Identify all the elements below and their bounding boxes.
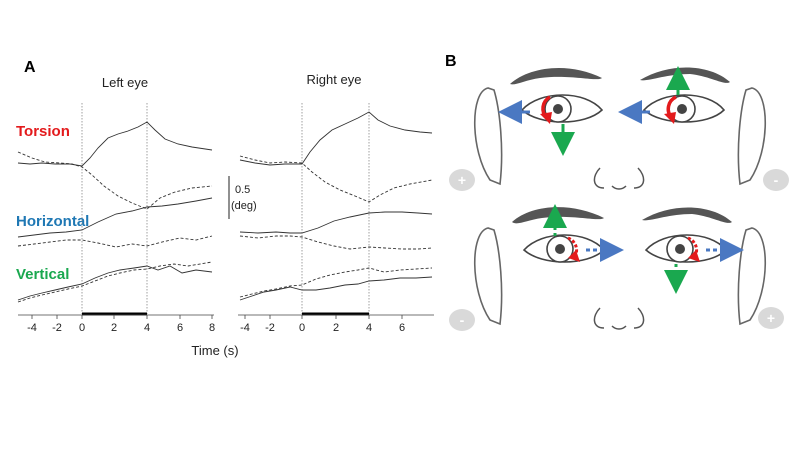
bottom-nose-icon: [593, 307, 645, 330]
bottom-left-sign: -: [460, 312, 465, 328]
top-left-sign: +: [458, 172, 466, 188]
left-pupil-icon: [555, 244, 565, 254]
bottom-left-sign-circle: [449, 309, 475, 331]
panel-b: B: [445, 53, 789, 331]
right-vertical-solid-trace: [239, 276, 433, 301]
right-x-tick-label: 2: [333, 322, 339, 334]
top-right-sign-circle: [763, 169, 789, 191]
right-vertical-dashed-trace: [239, 267, 433, 298]
vertical-label: Vertical: [16, 266, 69, 283]
left-x-tick-label: -2: [52, 322, 62, 334]
left-horizontal-dashed-trace: [17, 235, 213, 248]
left-torsion-arrowhead-icon: [540, 112, 552, 124]
panel-a-label: A: [24, 59, 36, 76]
panel-b-label: B: [445, 53, 457, 70]
left-horizontal-solid-trace: [17, 197, 213, 238]
left-ear-icon: [473, 227, 503, 326]
stimulus-markers: [81, 103, 370, 314]
top-left-sign-circle: [449, 169, 475, 191]
right-x-axis: [238, 314, 434, 319]
right-horizontal-solid-trace: [239, 211, 433, 234]
top-left-sign-badge: +: [449, 169, 475, 191]
left-x-tick-labels: -4 -2 0 2 4 6 8: [27, 322, 215, 334]
left-eyebrow-icon: [512, 207, 604, 224]
left-eye-traces: [17, 121, 213, 303]
scale-bar-value: 0.5: [235, 184, 250, 196]
left-x-tick-label: 2: [111, 322, 117, 334]
left-x-tick-label: 4: [144, 322, 150, 334]
left-eye-title: Left eye: [102, 75, 148, 90]
left-ear-icon: [473, 87, 503, 186]
right-eye-title: Right eye: [307, 72, 362, 87]
left-x-tick-label: 0: [79, 322, 85, 334]
left-torsion-solid-trace: [17, 121, 213, 167]
right-x-tick-label: 6: [399, 322, 405, 334]
torsion-label: Torsion: [16, 123, 70, 140]
top-nose-icon: [593, 167, 645, 190]
left-torsion-dashed-trace: [17, 151, 213, 210]
left-x-axis: [18, 314, 214, 319]
right-x-tick-label: -4: [240, 322, 250, 334]
right-x-tick-labels: -4 -2 0 2 4 6: [240, 322, 405, 334]
left-x-tick-label: 8: [209, 322, 215, 334]
right-pupil-icon: [675, 244, 685, 254]
right-torsion-arrowhead-icon: [664, 112, 676, 124]
horizontal-label: Horizontal: [16, 213, 89, 230]
right-torsion-solid-trace: [239, 111, 433, 166]
top-right-sign-badge: -: [763, 169, 789, 191]
right-ear-icon: [737, 87, 767, 186]
top-face: + -: [449, 66, 789, 191]
left-eyebrow-icon: [510, 67, 602, 85]
right-torsion-arrowhead-icon: [688, 250, 700, 262]
left-torsion-arrowhead-icon: [568, 250, 580, 262]
top-right-sign: -: [774, 172, 779, 188]
right-ear-icon: [737, 227, 767, 326]
bottom-right-sign-badge: +: [758, 307, 784, 329]
bottom-face: - +: [449, 204, 784, 331]
panel-a: A Left eye Right eye Torsion Horizontal …: [16, 59, 434, 358]
right-horizontal-dashed-trace: [239, 235, 433, 250]
right-eye-traces: [239, 111, 433, 301]
left-x-tick-label: 6: [177, 322, 183, 334]
left-x-tick-label: -4: [27, 322, 37, 334]
right-eyebrow-icon: [642, 207, 732, 223]
right-torsion-dashed-trace: [239, 155, 433, 203]
left-vertical-dashed-trace: [17, 261, 213, 303]
right-x-tick-label: 4: [366, 322, 372, 334]
right-x-tick-label: -2: [265, 322, 275, 334]
bottom-left-sign-badge: -: [449, 309, 475, 331]
scale-bar-unit: (deg): [231, 200, 257, 212]
right-x-tick-label: 0: [299, 322, 305, 334]
right-eyebrow-icon: [640, 67, 730, 83]
bottom-right-sign-circle: [758, 307, 784, 329]
left-pupil-icon: [553, 104, 563, 114]
right-pupil-icon: [677, 104, 687, 114]
bottom-right-sign: +: [767, 310, 775, 326]
left-vertical-solid-trace: [17, 265, 213, 301]
x-axis-label: Time (s): [191, 343, 238, 358]
